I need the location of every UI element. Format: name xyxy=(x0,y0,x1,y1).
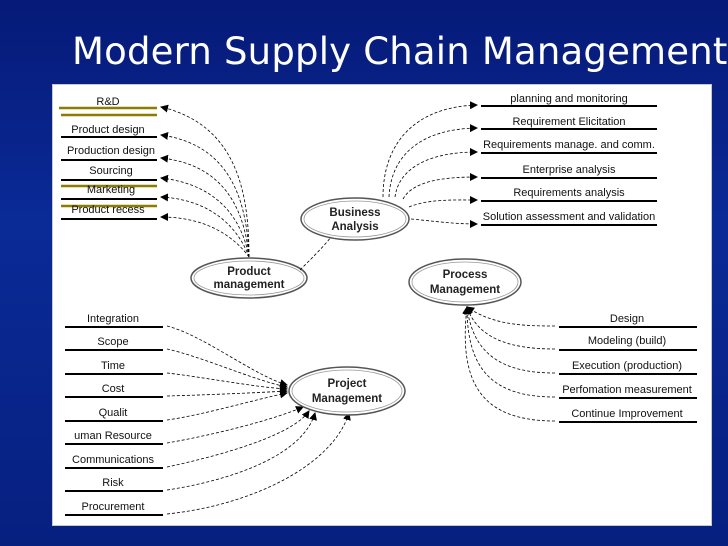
connector xyxy=(166,387,288,397)
product-management-node: Product management xyxy=(190,257,308,299)
project-management-node: Project Management xyxy=(288,366,406,416)
connector xyxy=(160,174,250,258)
connector xyxy=(299,236,332,271)
process-item-design: Design xyxy=(610,313,644,325)
connector xyxy=(408,195,478,208)
product-item-product-design: Product design xyxy=(71,124,144,136)
connector xyxy=(402,173,478,200)
project-connectors xyxy=(166,325,351,515)
process-item-improvement: Continue Improvement xyxy=(571,408,682,420)
process-item-modeling: Modeling (build) xyxy=(588,335,666,347)
connector xyxy=(160,193,250,258)
connector xyxy=(166,412,351,515)
project-item-scope: Scope xyxy=(97,336,128,348)
process-item-perfomation: Perfomation measurement xyxy=(562,384,692,396)
node-label: Project xyxy=(328,378,367,390)
connector xyxy=(394,148,478,198)
slide-title: Modern Supply Chain Management xyxy=(72,30,728,73)
diagram-canvas: R&D Product design Production design Sou… xyxy=(59,93,697,516)
project-item-cost: Cost xyxy=(102,383,125,395)
project-item-risk: Risk xyxy=(102,477,124,489)
connector xyxy=(462,306,556,422)
connector xyxy=(166,412,317,491)
connector xyxy=(382,101,478,198)
node-label: management xyxy=(214,279,285,291)
connector xyxy=(465,306,556,350)
process-management-node: Process Management xyxy=(408,258,522,306)
business-connectors xyxy=(382,101,478,228)
project-item-quality: Qualit xyxy=(99,407,128,419)
product-item-sourcing: Sourcing xyxy=(89,165,132,177)
project-items: Integration Scope Time Cost Qualit uman … xyxy=(65,313,163,516)
project-item-time: Time xyxy=(101,360,125,372)
connector xyxy=(166,406,304,444)
process-item-execution: Execution (production) xyxy=(572,360,682,372)
node-connectors xyxy=(299,236,332,271)
product-item-product-recess: Product recess xyxy=(71,204,145,216)
project-item-integration: Integration xyxy=(87,313,139,325)
project-item-communications: Communications xyxy=(72,454,154,466)
connector xyxy=(166,325,288,387)
connector xyxy=(160,132,250,258)
connector xyxy=(160,213,250,258)
connector xyxy=(466,306,556,327)
connector xyxy=(166,410,310,468)
connector xyxy=(463,306,556,398)
connector xyxy=(410,218,478,228)
business-analysis-node: Business Analysis xyxy=(300,197,410,241)
product-connectors xyxy=(160,104,250,258)
business-items: planning and monitoring Requirement Elic… xyxy=(481,93,657,226)
product-item-marketing: Marketing xyxy=(87,184,135,196)
node-label: Process xyxy=(443,269,488,281)
business-item-solution: Solution assessment and validation xyxy=(483,211,655,223)
connector xyxy=(463,306,556,374)
connector xyxy=(166,390,288,421)
node-label: Management xyxy=(312,393,382,405)
business-item-elicitation: Requirement Elicitation xyxy=(512,116,625,128)
business-item-enterprise: Enterprise analysis xyxy=(523,164,616,176)
business-item-manage: Requirements manage. and comm. xyxy=(483,139,655,151)
connector xyxy=(388,124,478,198)
diagram-panel: R&D Product design Production design Sou… xyxy=(52,84,712,526)
connector xyxy=(166,372,288,393)
product-items: R&D Product design Production design Sou… xyxy=(59,96,157,220)
project-item-human-resource: uman Resource xyxy=(74,430,152,442)
node-label: Business xyxy=(329,207,380,219)
business-item-planning: planning and monitoring xyxy=(510,93,627,105)
node-label: Product xyxy=(227,266,271,278)
process-connectors xyxy=(462,306,556,422)
product-item-production-design: Production design xyxy=(67,145,155,157)
business-item-analysis: Requirements analysis xyxy=(513,187,625,199)
product-item-rnd: R&D xyxy=(96,96,119,108)
process-items: Design Modeling (build) Execution (produ… xyxy=(559,313,697,423)
connector xyxy=(160,154,250,258)
node-label: Analysis xyxy=(331,221,378,233)
connector xyxy=(160,104,250,258)
node-label: Management xyxy=(430,284,500,296)
project-item-procurement: Procurement xyxy=(82,501,145,513)
